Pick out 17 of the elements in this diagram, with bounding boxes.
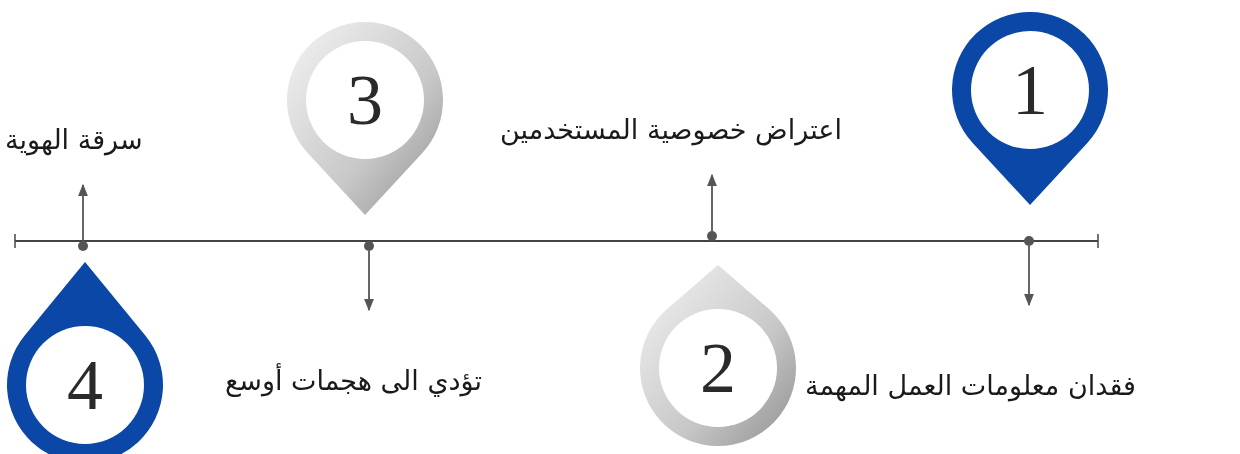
timeline-label: تؤدي الى هجمات أوسع [225, 362, 483, 398]
arrow [77, 183, 89, 242]
arrow [363, 250, 375, 312]
timeline-dot [1024, 236, 1034, 246]
location-pin [5, 260, 165, 454]
step-number: 4 [67, 349, 103, 421]
timeline-dot [78, 241, 88, 251]
timeline-label: سرقة الهوية [5, 123, 143, 158]
timeline-dot [364, 241, 374, 251]
timeline-label: فقدان معلومات العمل المهمة [805, 368, 1136, 403]
timeline-dot [707, 231, 717, 241]
step-number: 2 [700, 332, 736, 404]
arrow [706, 173, 718, 232]
timeline-label: اعتراض خصوصية المستخدمين [500, 113, 842, 148]
arrow [1023, 245, 1035, 307]
step-number: 1 [1012, 54, 1048, 126]
step-number: 3 [347, 64, 383, 136]
